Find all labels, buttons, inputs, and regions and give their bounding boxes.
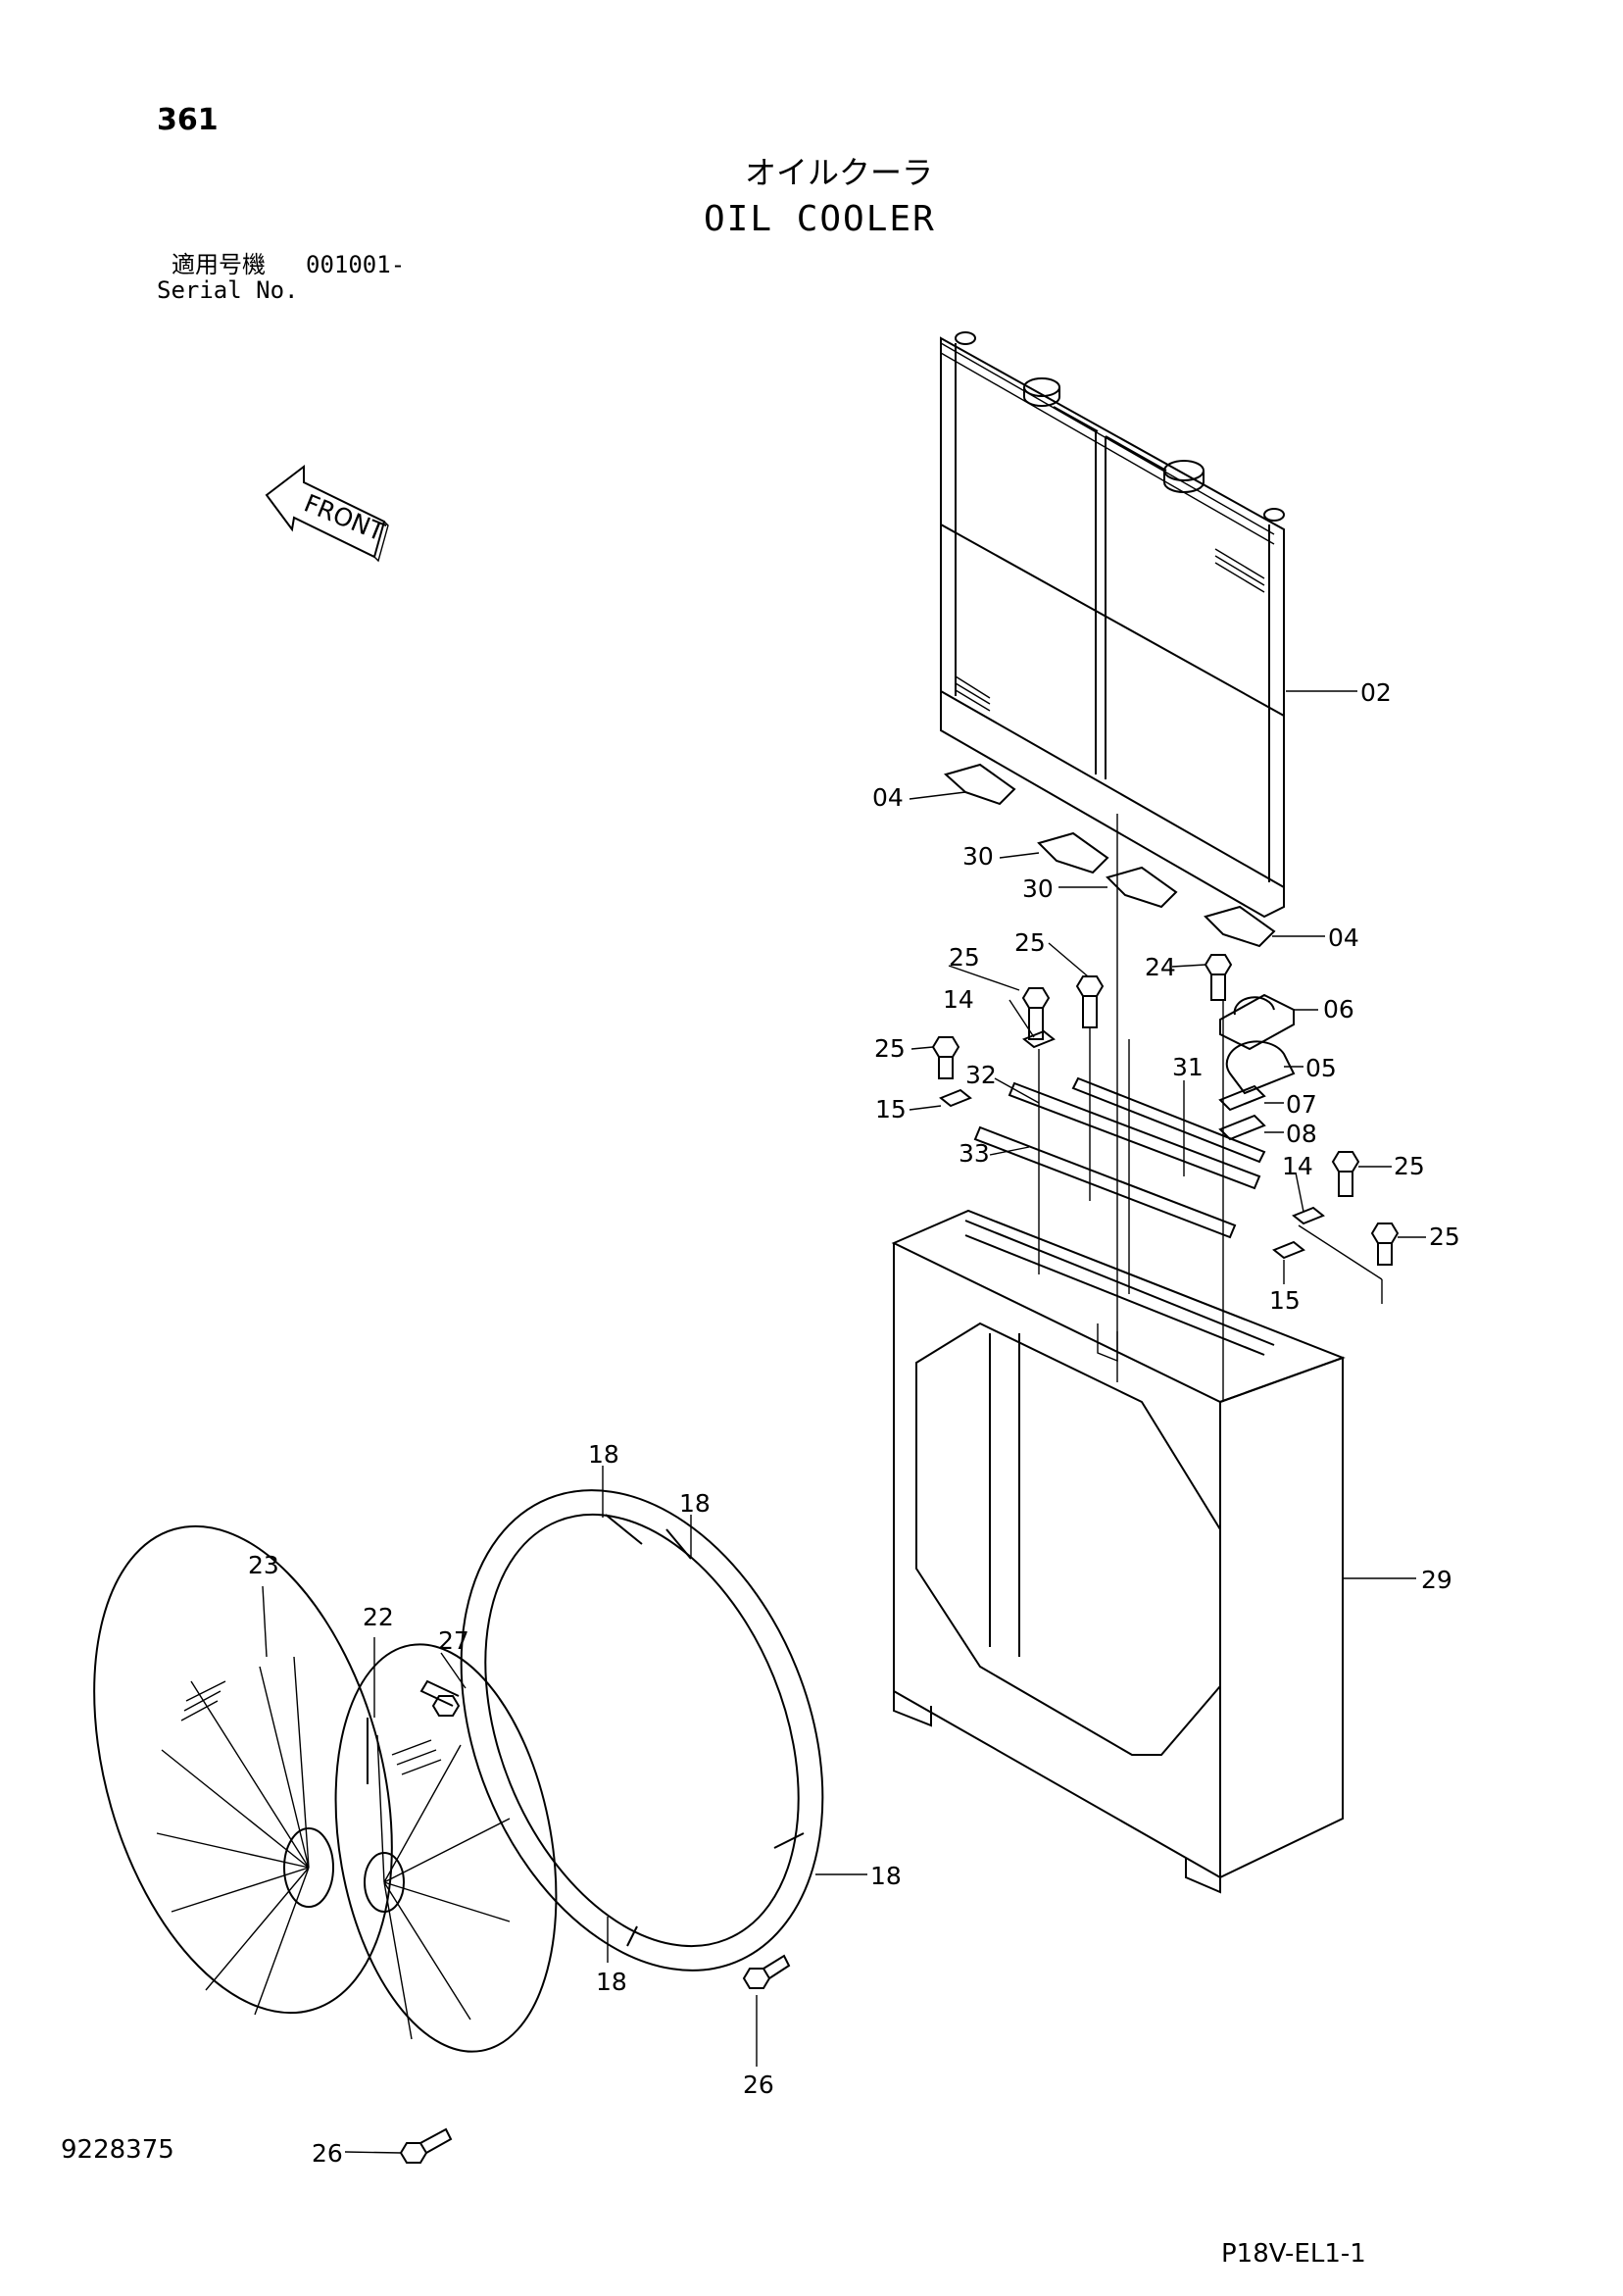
fan-guard bbox=[93, 1524, 393, 2016]
callout-25: 25 bbox=[949, 943, 980, 972]
serial-value: 001001- bbox=[306, 251, 406, 278]
callout-05: 05 bbox=[1305, 1054, 1337, 1082]
callout-14: 14 bbox=[943, 985, 974, 1014]
callout-29: 29 bbox=[1421, 1566, 1452, 1594]
front-arrow-icon: FRONT bbox=[265, 464, 389, 563]
mount-cushions bbox=[943, 763, 1276, 948]
callout-25: 25 bbox=[1014, 928, 1046, 957]
serial-label-english: Serial No. bbox=[157, 276, 299, 304]
bolt-icon bbox=[1370, 1223, 1400, 1266]
callout-04: 04 bbox=[872, 783, 904, 812]
callout-25: 25 bbox=[874, 1034, 906, 1063]
callout-06: 06 bbox=[1323, 995, 1354, 1023]
callout-30: 30 bbox=[962, 842, 994, 871]
bolt-icon bbox=[1331, 1151, 1360, 1197]
callout-18: 18 bbox=[679, 1489, 711, 1518]
callout-08: 08 bbox=[1286, 1120, 1317, 1148]
bolt-icon bbox=[1204, 954, 1233, 1001]
callout-27: 27 bbox=[438, 1626, 469, 1655]
leader-15a bbox=[909, 1105, 942, 1111]
callout-23: 23 bbox=[248, 1551, 279, 1579]
bolt-icon bbox=[742, 1954, 791, 1989]
oil-cooler-core bbox=[940, 331, 1285, 919]
leader-25c bbox=[910, 1046, 934, 1050]
title-japanese: オイルクーラ bbox=[745, 154, 934, 191]
leader-14b bbox=[1295, 1172, 1304, 1213]
bolt-icon bbox=[399, 2127, 453, 2164]
page-code: P18V-EL1-1 bbox=[1221, 2239, 1366, 2269]
leader-23 bbox=[262, 1585, 268, 1658]
bolt-icon bbox=[419, 1679, 461, 1717]
serial-label-japanese: 適用号機 bbox=[172, 251, 266, 278]
callout-22: 22 bbox=[363, 1603, 394, 1631]
bolt-icon bbox=[931, 1036, 960, 1079]
callout-18: 18 bbox=[596, 1968, 627, 1996]
leader-25a bbox=[948, 965, 1020, 991]
assembly-lines bbox=[1038, 814, 1383, 1402]
callout-31: 31 bbox=[1172, 1053, 1204, 1081]
callout-32: 32 bbox=[965, 1061, 997, 1089]
callout-18: 18 bbox=[870, 1862, 902, 1890]
leader-14a bbox=[1008, 999, 1035, 1038]
callout-04: 04 bbox=[1328, 923, 1359, 952]
callout-18: 18 bbox=[588, 1440, 619, 1469]
callout-15: 15 bbox=[875, 1095, 907, 1123]
drawing-number: 9228375 bbox=[61, 2135, 174, 2165]
callout-02: 02 bbox=[1360, 678, 1392, 707]
cooler-frame bbox=[891, 1209, 1346, 1894]
callout-07: 07 bbox=[1286, 1090, 1317, 1119]
callout-33: 33 bbox=[959, 1139, 990, 1168]
mounting-brackets bbox=[939, 1029, 1325, 1260]
leader-04a bbox=[909, 791, 966, 800]
clamp-assembly bbox=[1218, 993, 1296, 1141]
callout-30: 30 bbox=[1022, 874, 1054, 903]
leader-32 bbox=[994, 1077, 1040, 1104]
front-label: FRONT bbox=[300, 489, 389, 547]
callout-14: 14 bbox=[1282, 1152, 1313, 1180]
title-english: OIL COOLER bbox=[704, 199, 936, 239]
callout-26: 26 bbox=[743, 2071, 774, 2099]
bolt-icon bbox=[1021, 987, 1051, 1040]
leader-24 bbox=[1171, 964, 1206, 968]
bolt-icon bbox=[1075, 975, 1105, 1028]
callout-26: 26 bbox=[312, 2139, 343, 2168]
callout-15: 15 bbox=[1269, 1286, 1301, 1315]
leader-30a bbox=[999, 852, 1040, 859]
shroud-ring bbox=[460, 1489, 824, 1972]
callout-24: 24 bbox=[1145, 953, 1176, 981]
page-number: 361 bbox=[157, 103, 219, 137]
leader-33 bbox=[989, 1146, 1030, 1156]
bolts bbox=[399, 954, 1400, 2164]
leader-26b bbox=[344, 2151, 402, 2154]
callout-25: 25 bbox=[1394, 1152, 1425, 1180]
callout-labels: 02 04 04 30 30 25 25 25 25 25 24 06 05 0… bbox=[248, 678, 1460, 2168]
inner-fan-guard bbox=[334, 1643, 558, 2053]
callout-25: 25 bbox=[1429, 1223, 1460, 1251]
leader-25b bbox=[1048, 942, 1089, 977]
